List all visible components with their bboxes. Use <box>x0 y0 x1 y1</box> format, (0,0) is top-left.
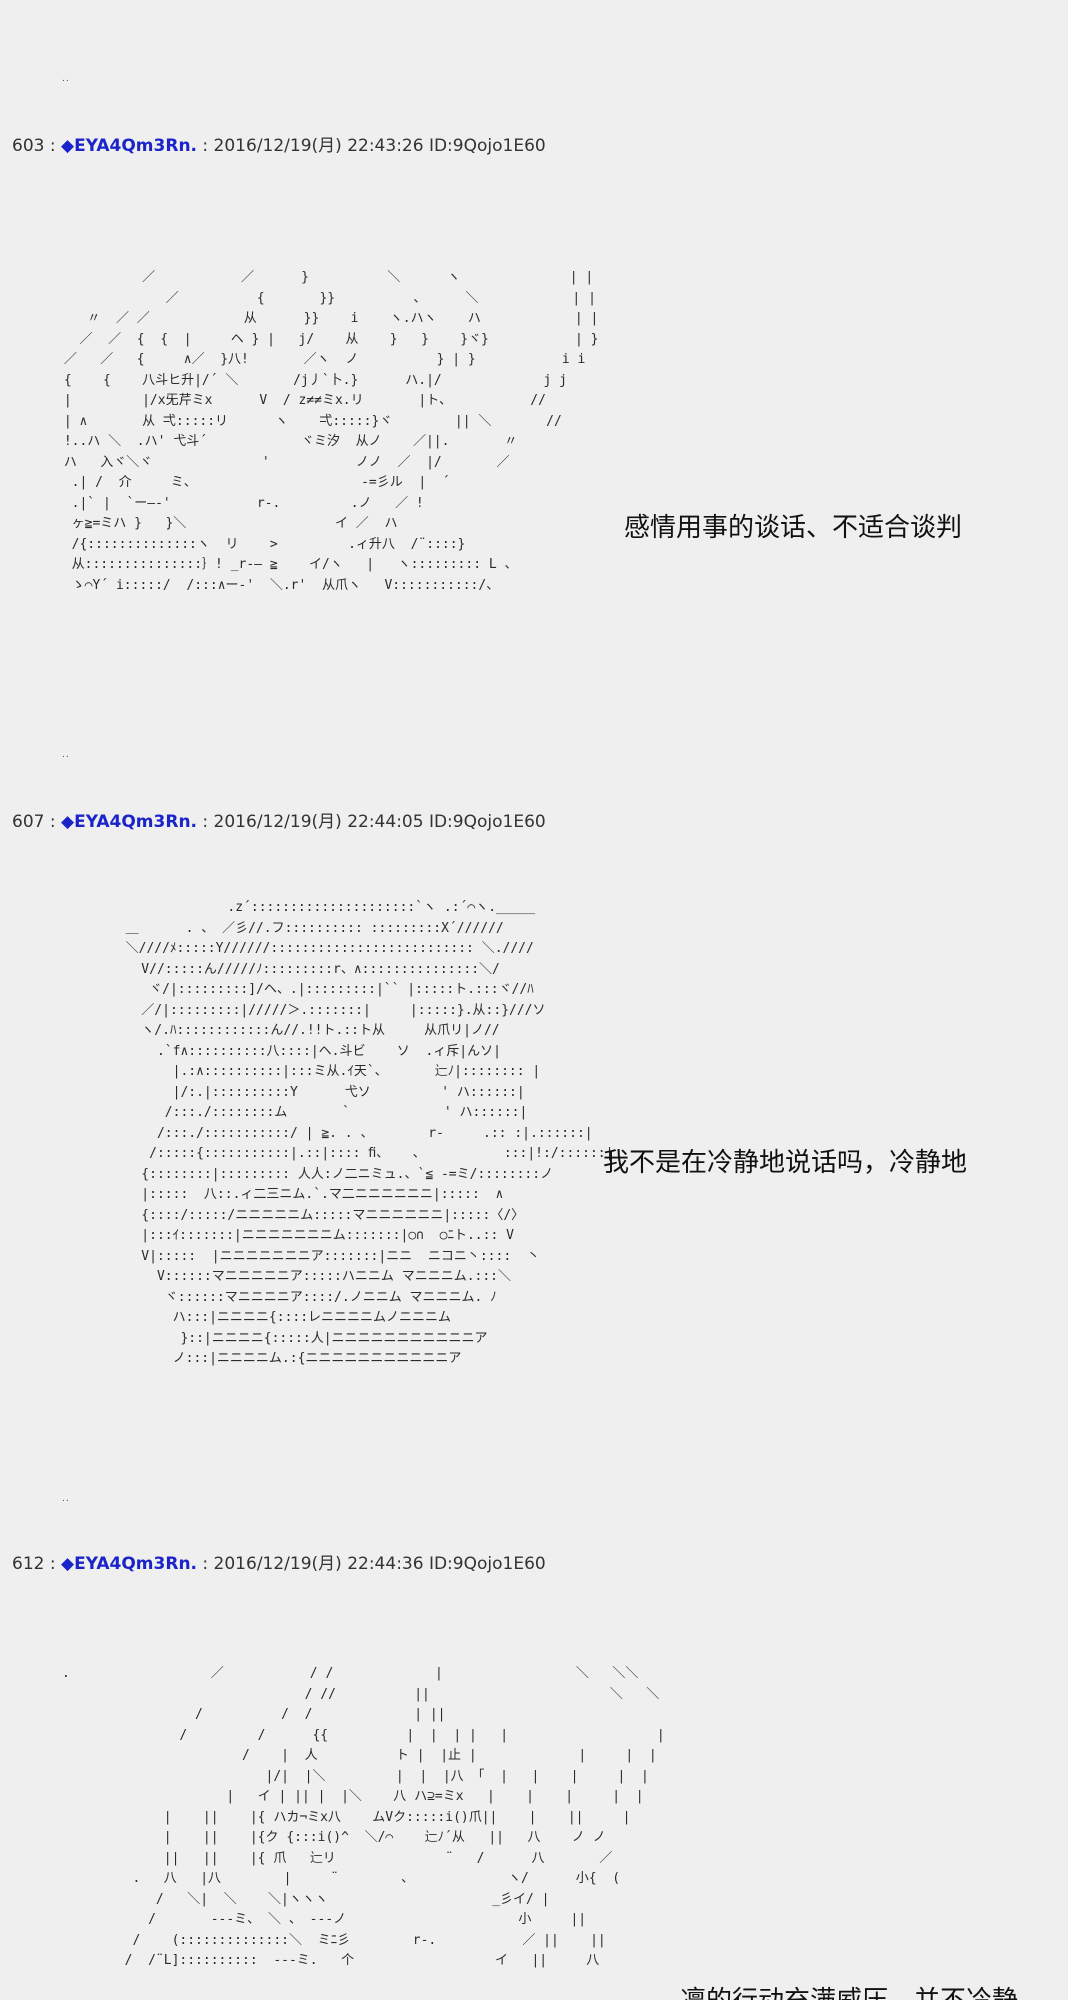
separator: : <box>44 812 61 832</box>
caption-607: 我不是在冷静地说话吗，冷静地 <box>603 1148 968 1178</box>
caption-612: 凛的行动充满威压，并不冷静 <box>680 1980 1018 2000</box>
post-number[interactable]: 612 <box>12 1554 45 1574</box>
post-header: 607 : ◆EYA4Qm3Rn. : 2016/12/19(月) 22:44:… <box>12 811 546 833</box>
ascii-art-612: . ／ / / | ＼ ＼＼ / // || ＼ ＼ / / / | || <box>62 1666 665 1968</box>
post-header: 603 : ◆EYA4Qm3Rn. : 2016/12/19(月) 22:43:… <box>12 135 546 157</box>
separator: : <box>44 1554 61 1574</box>
trip-diamond-icon: ◆ <box>61 812 75 832</box>
poster-name: EYA4Qm3Rn. <box>74 1554 198 1574</box>
separator: : <box>44 136 61 156</box>
post-meta: : 2016/12/19(月) 22:43:26 ID:9Qojo1E60 <box>197 136 546 156</box>
post-meta: : 2016/12/19(月) 22:44:36 ID:9Qojo1E60 <box>197 1554 546 1574</box>
post-separator-dots: .. <box>62 1494 70 1504</box>
poster-name: EYA4Qm3Rn. <box>74 136 198 156</box>
post-number[interactable]: 607 <box>12 812 45 832</box>
trip-diamond-icon: ◆ <box>61 136 75 156</box>
post-meta: : 2016/12/19(月) 22:44:05 ID:9Qojo1E60 <box>197 812 546 832</box>
poster-name: EYA4Qm3Rn. <box>74 812 198 832</box>
ascii-art-607: .z´:::::::::::::::::::::`ヽ .:´⌒ヽ._____ ＿… <box>125 900 614 1366</box>
post-separator-dots: .. <box>62 74 70 84</box>
post-separator-dots: .. <box>62 750 70 760</box>
post-header: 612 : ◆EYA4Qm3Rn. : 2016/12/19(月) 22:44:… <box>12 1553 546 1575</box>
trip-diamond-icon: ◆ <box>61 1554 75 1574</box>
ascii-art-603: ／ ／ } ＼ ヽ | | ／ { }} 、 ＼ | | 〃 ／ ／ 从 }} … <box>63 270 599 593</box>
caption-603: 感情用事的谈话、不适合谈判 <box>624 513 963 543</box>
post-number[interactable]: 603 <box>12 136 45 156</box>
